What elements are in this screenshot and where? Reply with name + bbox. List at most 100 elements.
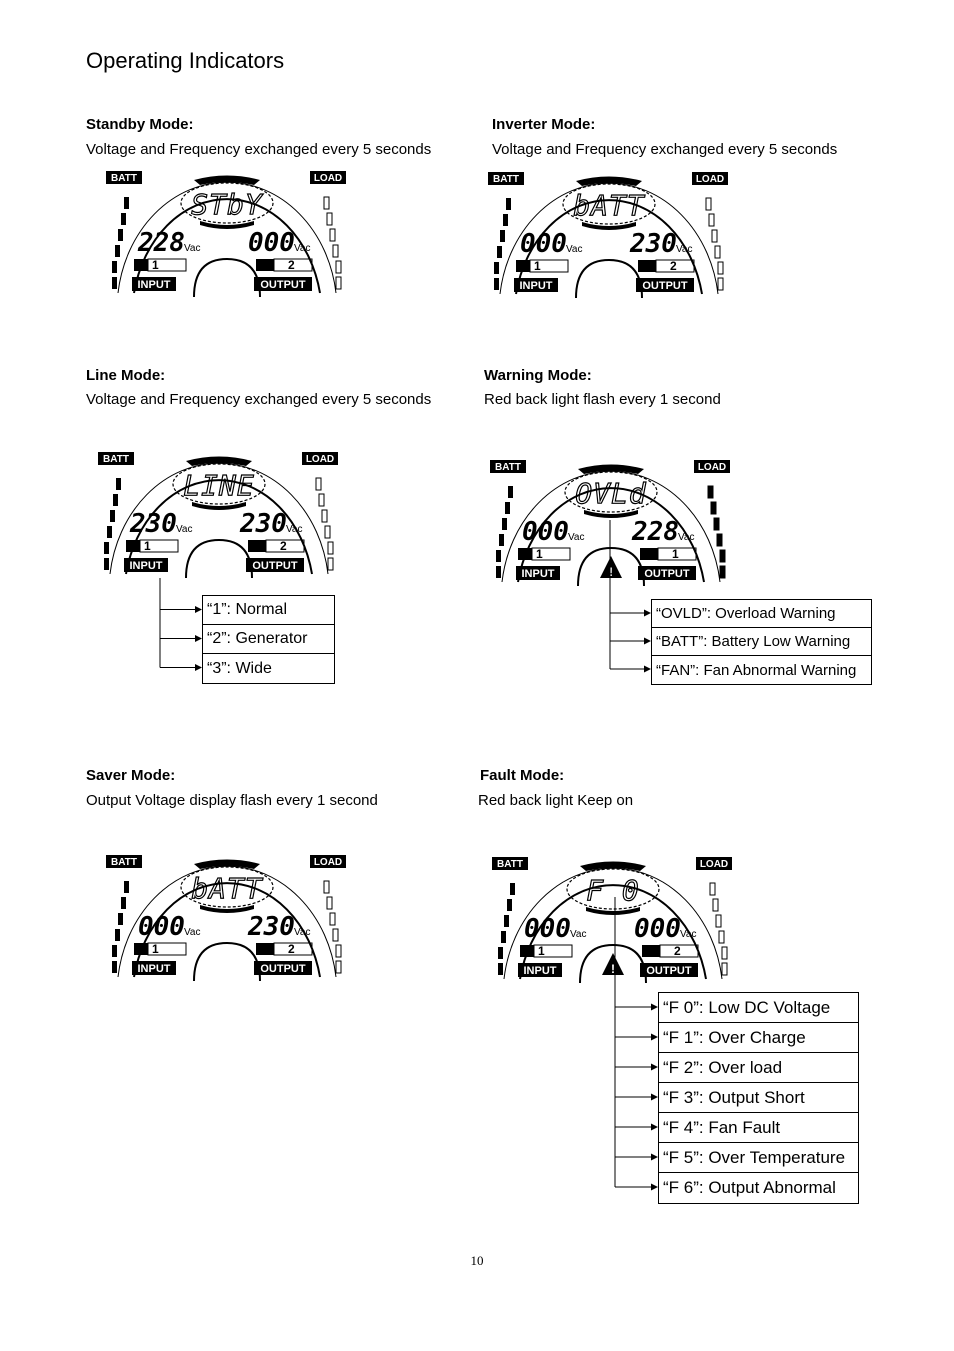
input-voltage-unit: Vac bbox=[566, 244, 583, 255]
load-level-bar bbox=[709, 214, 714, 226]
input-index: 1 bbox=[144, 539, 151, 553]
plug-icon bbox=[134, 259, 148, 271]
arrow-icon bbox=[651, 1064, 658, 1071]
output-voltage-value: 230 bbox=[239, 509, 287, 539]
inverter-mode-heading: Inverter Mode: bbox=[492, 116, 595, 133]
output-voltage-unit: Vac bbox=[676, 244, 693, 255]
input-voltage-unit: Vac bbox=[176, 524, 193, 535]
load-level-bar bbox=[336, 277, 341, 289]
batt-level-bar bbox=[121, 897, 126, 909]
input-index: 1 bbox=[534, 259, 541, 273]
load-label: LOAD bbox=[696, 174, 724, 185]
batt-level-bar bbox=[121, 213, 126, 225]
load-level-bar bbox=[710, 883, 715, 895]
line-code-row: “1”: Normal bbox=[203, 596, 334, 625]
load-label: LOAD bbox=[700, 859, 728, 870]
load-level-bar bbox=[333, 245, 338, 257]
batt-level-bar bbox=[104, 542, 109, 554]
arrow-icon bbox=[195, 606, 202, 613]
arrow-icon bbox=[651, 1184, 658, 1191]
batt-level-bar bbox=[115, 245, 120, 257]
input-voltage-unit: Vac bbox=[570, 929, 587, 940]
load-label: LOAD bbox=[698, 462, 726, 473]
center-display-text: bATT bbox=[191, 872, 264, 905]
output-label: OUTPUT bbox=[644, 568, 690, 580]
arrow-icon bbox=[195, 635, 202, 642]
warning-exclamation: ! bbox=[609, 565, 613, 579]
arrow-icon bbox=[651, 1034, 658, 1041]
input-voltage-unit: Vac bbox=[184, 243, 201, 254]
batt-level-bar bbox=[494, 262, 499, 274]
load-level-bar bbox=[336, 961, 341, 973]
load-level-bar bbox=[718, 278, 723, 290]
batt-level-bar bbox=[508, 486, 513, 498]
output-index: 2 bbox=[674, 944, 681, 958]
input-label: INPUT bbox=[522, 568, 555, 580]
load-label: LOAD bbox=[306, 454, 334, 465]
load-level-bar bbox=[720, 550, 725, 562]
load-level-bar bbox=[716, 915, 721, 927]
output-voltage-unit: Vac bbox=[294, 243, 311, 254]
batt-label: BATT bbox=[493, 174, 519, 185]
load-level-bar bbox=[328, 558, 333, 570]
batt-label: BATT bbox=[495, 462, 521, 473]
load-level-bar bbox=[708, 486, 713, 498]
input-index: 1 bbox=[536, 547, 543, 561]
batt-level-bar bbox=[112, 961, 117, 973]
standby-mode-description: Voltage and Frequency exchanged every 5 … bbox=[86, 141, 431, 158]
fault-mode-heading: Fault Mode: bbox=[480, 767, 564, 784]
arrow-icon bbox=[195, 664, 202, 671]
socket-icon bbox=[256, 259, 274, 271]
batt-level-bar bbox=[504, 915, 509, 927]
center-display-text: OVLd bbox=[575, 477, 647, 510]
output-label: OUTPUT bbox=[252, 560, 298, 572]
output-voltage-value: 230 bbox=[247, 912, 295, 942]
batt-level-bar bbox=[507, 899, 512, 911]
load-level-bar bbox=[715, 246, 720, 258]
batt-label: BATT bbox=[103, 454, 129, 465]
load-level-bar bbox=[720, 566, 725, 578]
input-voltage-unit: Vac bbox=[568, 532, 585, 543]
center-display-text: LINE bbox=[183, 469, 254, 502]
arrow-icon bbox=[651, 1004, 658, 1011]
batt-level-bar bbox=[496, 566, 501, 578]
input-voltage-value: 228 bbox=[137, 228, 185, 258]
batt-level-bar bbox=[118, 913, 123, 925]
load-level-bar bbox=[717, 534, 722, 546]
output-label: OUTPUT bbox=[646, 965, 692, 977]
line-code-row: “2”: Generator bbox=[203, 625, 334, 654]
fault-code-row: “F 3”: Output Short bbox=[659, 1083, 858, 1113]
input-label: INPUT bbox=[524, 965, 557, 977]
load-level-bar bbox=[330, 913, 335, 925]
batt-level-bar bbox=[118, 229, 123, 241]
socket-icon bbox=[256, 943, 274, 955]
output-index: 2 bbox=[280, 539, 287, 553]
load-label: LOAD bbox=[314, 173, 342, 184]
batt-level-bar bbox=[113, 494, 118, 506]
input-voltage-value: 000 bbox=[522, 517, 569, 547]
center-display-text: STbY bbox=[191, 188, 264, 221]
load-level-bar bbox=[324, 197, 329, 209]
output-voltage-value: 230 bbox=[629, 229, 677, 259]
input-voltage-value: 000 bbox=[138, 912, 185, 942]
load-level-bar bbox=[327, 897, 332, 909]
fault-code-row: “F 2”: Over load bbox=[659, 1053, 858, 1083]
batt-level-bar bbox=[112, 945, 117, 957]
input-label: INPUT bbox=[138, 963, 171, 975]
load-level-bar bbox=[324, 881, 329, 893]
output-voltage-value: 000 bbox=[634, 914, 681, 944]
input-label: INPUT bbox=[130, 560, 163, 572]
input-label: INPUT bbox=[520, 280, 553, 292]
load-label: LOAD bbox=[314, 857, 342, 868]
output-label: OUTPUT bbox=[642, 280, 688, 292]
batt-level-bar bbox=[112, 277, 117, 289]
warning-exclamation: ! bbox=[611, 962, 615, 976]
load-level-bar bbox=[714, 518, 719, 530]
plug-icon bbox=[134, 943, 148, 955]
plug-icon bbox=[126, 540, 140, 552]
standby-mode-heading: Standby Mode: bbox=[86, 116, 194, 133]
batt-level-bar bbox=[112, 261, 117, 273]
socket-icon bbox=[640, 548, 658, 560]
